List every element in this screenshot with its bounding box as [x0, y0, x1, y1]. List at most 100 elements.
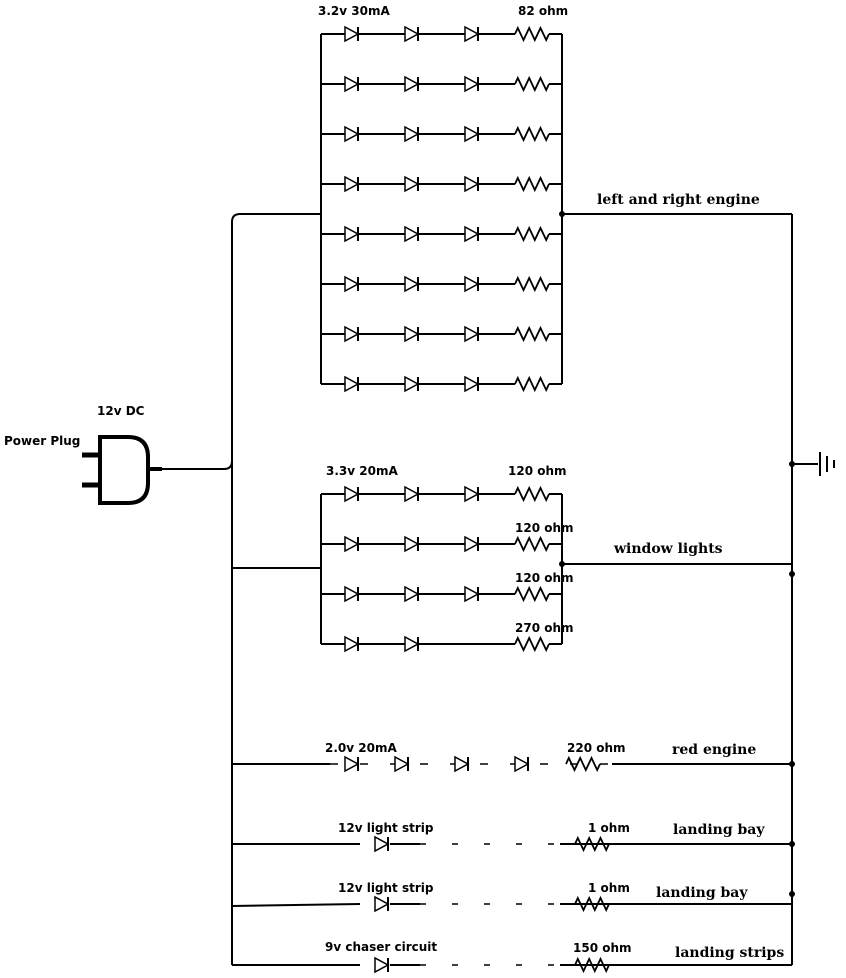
resistor-icon: [565, 755, 601, 773]
resistor-icon: [514, 275, 550, 293]
resistor-icon: [514, 225, 550, 243]
led-string-row: [321, 175, 562, 193]
led-diode-icon: [404, 585, 420, 603]
led-diode-icon: [464, 175, 480, 193]
led-diode-icon: [374, 835, 390, 853]
red-engine-branch: [232, 755, 792, 773]
led-diode-icon: [344, 755, 360, 773]
led-string-row: [321, 535, 562, 553]
ground-rail: [789, 214, 818, 965]
resistor-icon: [514, 635, 550, 653]
led-diode-icon: [454, 755, 470, 773]
landing-bay-1-title: landing bay: [673, 822, 765, 838]
landing-bay-branch-2: [231, 895, 792, 913]
led-diode-icon: [464, 75, 480, 93]
led-diode-icon: [404, 225, 420, 243]
led-diode-icon: [464, 585, 480, 603]
landing-strips-branch: [232, 956, 792, 974]
led-diode-icon: [374, 956, 390, 974]
power-plug-label: Power Plug: [4, 434, 80, 448]
led-diode-icon: [344, 75, 360, 93]
resistor-icon: [514, 175, 550, 193]
led-diode-icon: [404, 485, 420, 503]
led-diode-icon: [374, 895, 390, 913]
led-diode-icon: [404, 535, 420, 553]
led-string-row: [321, 225, 562, 243]
red-engine-title: red engine: [672, 742, 756, 758]
engine-bank-title: left and right engine: [597, 192, 760, 208]
led-string-row: [321, 585, 562, 603]
led-string-row: [321, 75, 562, 93]
led-string-row: [321, 25, 562, 43]
landing-bay-2-title: landing bay: [656, 885, 748, 901]
supply-voltage-label: 12v DC: [97, 404, 145, 418]
led-diode-icon: [344, 25, 360, 43]
resistor-icon: [514, 325, 550, 343]
led-diode-icon: [464, 485, 480, 503]
led-string-row: [321, 325, 562, 343]
led-diode-icon: [404, 25, 420, 43]
landing-bay-2-resistor-label: 1 ohm: [588, 881, 630, 895]
led-diode-icon: [404, 125, 420, 143]
resistor-icon: [514, 585, 550, 603]
landing-bay-1-resistor-label: 1 ohm: [588, 821, 630, 835]
resistor-icon: [514, 75, 550, 93]
led-diode-icon: [404, 375, 420, 393]
led-diode-icon: [404, 75, 420, 93]
led-diode-icon: [394, 755, 410, 773]
led-string-row: [321, 125, 562, 143]
led-string-row: [321, 275, 562, 293]
landing-strips-title: landing strips: [675, 945, 784, 961]
red-engine-resistor-label: 220 ohm: [567, 741, 626, 755]
resistor-icon: [514, 535, 550, 553]
engine-bank-rails: [320, 34, 792, 384]
led-diode-icon: [404, 175, 420, 193]
landing-strips-resistor-label: 150 ohm: [573, 941, 632, 955]
led-diode-icon: [344, 535, 360, 553]
resistor-icon: [574, 835, 610, 853]
led-string-row: [321, 375, 562, 393]
window-resistor-label-1: 120 ohm: [508, 464, 567, 478]
led-string-row: [321, 485, 562, 503]
led-diode-icon: [344, 275, 360, 293]
engine-led-rows: [321, 25, 562, 393]
landing-bay-2-spec-label: 12v light strip: [338, 881, 434, 895]
landing-bay-branch-1: [232, 835, 792, 853]
led-diode-icon: [404, 635, 420, 653]
led-diode-icon: [404, 325, 420, 343]
engine-resistor-label: 82 ohm: [518, 4, 568, 18]
led-diode-icon: [464, 275, 480, 293]
resistor-icon: [514, 375, 550, 393]
led-diode-icon: [404, 275, 420, 293]
resistor-icon: [574, 895, 610, 913]
led-diode-icon: [344, 125, 360, 143]
led-diode-icon: [344, 485, 360, 503]
red-engine-spec-label: 2.0v 20mA: [325, 741, 397, 755]
led-diode-icon: [464, 535, 480, 553]
window-led-spec-label: 3.3v 20mA: [326, 464, 398, 478]
window-led-rows: [321, 485, 562, 653]
led-diode-icon: [344, 375, 360, 393]
led-diode-icon: [344, 635, 360, 653]
window-resistor-label-2: 120 ohm: [515, 521, 574, 535]
landing-strips-spec-label: 9v chaser circuit: [325, 940, 437, 954]
landing-bay-1-spec-label: 12v light strip: [338, 821, 434, 835]
led-diode-icon: [464, 25, 480, 43]
positive-rail: [162, 213, 321, 965]
led-diode-icon: [344, 225, 360, 243]
engine-led-spec-label: 3.2v 30mA: [318, 4, 390, 18]
led-diode-icon: [464, 375, 480, 393]
window-bank-rails: [320, 494, 792, 644]
ground-icon: [819, 452, 835, 476]
window-resistor-label-3: 120 ohm: [515, 571, 574, 585]
resistor-icon: [514, 485, 550, 503]
led-diode-icon: [344, 325, 360, 343]
resistor-icon: [514, 25, 550, 43]
window-resistor-label-4: 270 ohm: [515, 621, 574, 635]
led-diode-icon: [344, 585, 360, 603]
led-diode-icon: [514, 755, 530, 773]
resistor-icon: [514, 125, 550, 143]
led-diode-icon: [464, 125, 480, 143]
led-diode-icon: [464, 225, 480, 243]
